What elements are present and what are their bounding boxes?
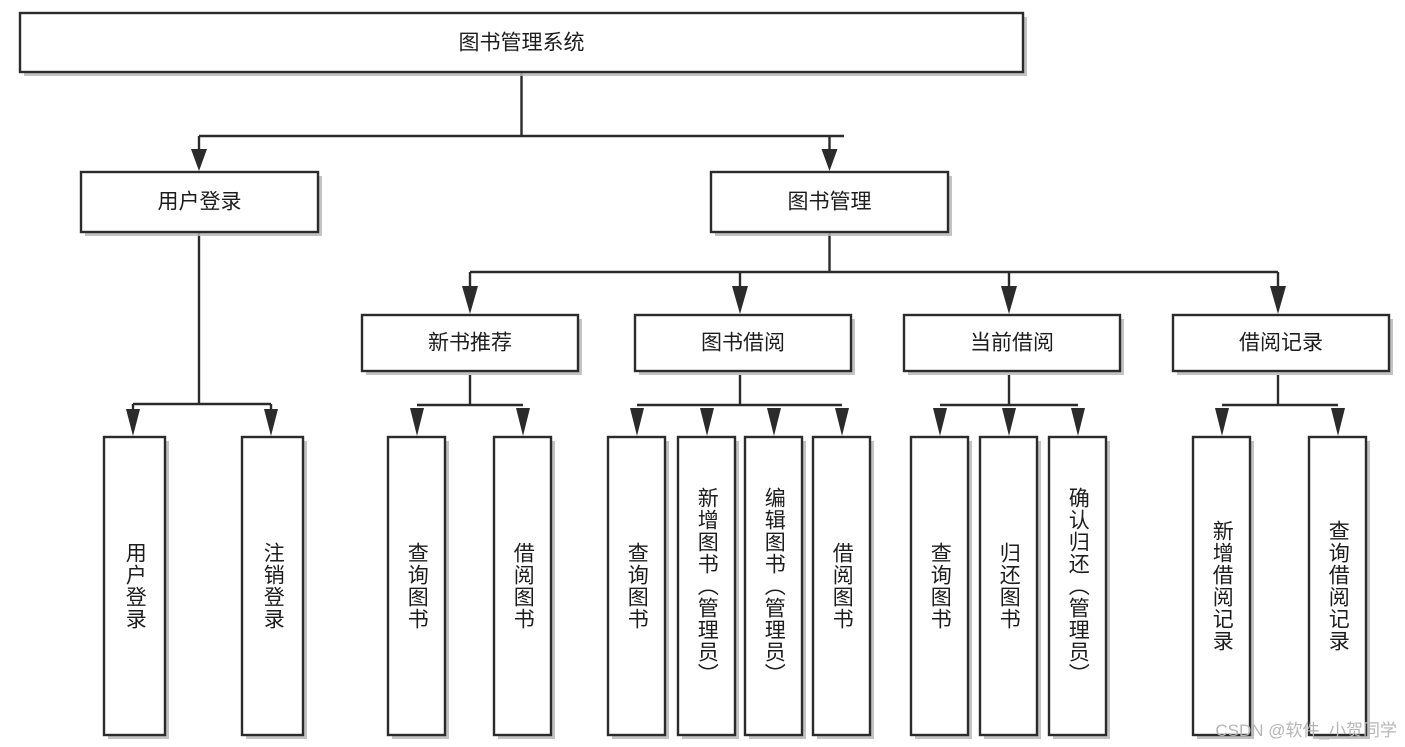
connector-group-new-book-rec [410, 375, 530, 436]
arrow-head-leaf-add-record [1215, 408, 1229, 436]
connector-group-current-borrow [933, 375, 1085, 436]
leaf-edit-book-box[interactable] [743, 435, 804, 737]
node-borrow-record[interactable]: 借阅记录 [1171, 313, 1393, 375]
arrow-head-leaf-add-book [700, 408, 714, 436]
leaf-user-login-box[interactable] [102, 435, 167, 737]
arrow-head-book-borrow [732, 286, 748, 314]
node-current-borrow-label: 当前借阅 [970, 332, 1054, 355]
leaf-return-book-box[interactable] [978, 435, 1039, 737]
node-book-manage-box [709, 170, 950, 234]
leaf-query-book-3-box[interactable] [909, 435, 970, 737]
connector-group-root [191, 72, 844, 171]
node-new-book-rec[interactable]: 新书推荐 [360, 313, 582, 375]
node-book-borrow-label: 图书借阅 [701, 332, 785, 355]
leaf-borrow-book-2-box[interactable] [811, 435, 872, 737]
node-new-book-rec-box [360, 313, 580, 373]
node-root[interactable]: 图书管理系统 [18, 11, 1027, 76]
connector-group-book-borrow [630, 375, 849, 436]
arrow-head-current-borrow [1001, 286, 1017, 314]
node-current-borrow-box [902, 313, 1122, 373]
leaf-borrow-book-1-box[interactable] [492, 435, 553, 737]
leaf-add-record-box[interactable] [1191, 435, 1252, 737]
node-book-manage[interactable]: 图书管理 [709, 170, 952, 236]
leaf-query-book-1-box[interactable] [386, 435, 447, 737]
leaf-confirm-return-box[interactable] [1047, 435, 1108, 737]
node-user-login-label: 用户登录 [158, 191, 242, 214]
node-current-borrow[interactable]: 当前借阅 [902, 313, 1124, 375]
arrow-head-book-manage [821, 149, 838, 171]
node-borrow-record-label: 借阅记录 [1239, 332, 1323, 355]
arrow-head-leaf-borrow-book-2 [835, 408, 849, 436]
arrow-head-borrow-record [1270, 286, 1286, 314]
connector-group-user-login [126, 232, 278, 436]
arrow-head-leaf-confirm-return [1071, 408, 1085, 436]
arrow-head-leaf-return-book [1002, 408, 1016, 436]
arrow-head-leaf-user-login [126, 409, 140, 436]
node-root-label: 图书管理系统 [459, 32, 585, 55]
arrow-head-leaf-query-book-1 [410, 408, 424, 436]
arrow-head-leaf-edit-book [767, 408, 781, 436]
arrow-head-leaf-query-book-3 [933, 408, 947, 436]
leaf-query-book-2-box[interactable] [606, 435, 667, 737]
leaf-query-record-box[interactable] [1307, 435, 1368, 737]
connector-group-book-manage [462, 232, 1286, 314]
node-root-box [18, 11, 1025, 74]
node-borrow-record-box [1171, 313, 1391, 373]
leaf-boxes [102, 435, 1370, 739]
node-new-book-rec-label: 新书推荐 [428, 332, 512, 355]
arrow-head-user-login [191, 149, 207, 171]
leaf-logout-box[interactable] [240, 435, 305, 737]
arrow-head-leaf-query-book-2 [630, 408, 644, 436]
arrow-head-leaf-borrow-book-1 [516, 408, 530, 436]
leaf-add-book-box[interactable] [676, 435, 737, 737]
arrow-head-leaf-query-record [1331, 408, 1345, 436]
arrow-head-leaf-logout [264, 409, 278, 436]
arrow-head-new-book-rec [462, 286, 478, 314]
node-user-login[interactable]: 用户登录 [79, 170, 322, 236]
node-book-borrow[interactable]: 图书借阅 [633, 313, 855, 375]
watermark-text: CSDN @软件_小贺同学 [1215, 721, 1397, 740]
node-user-login-box [79, 170, 320, 234]
node-book-borrow-box [633, 313, 853, 373]
connector-group-borrow-record [1215, 375, 1345, 436]
node-book-manage-label: 图书管理 [788, 191, 872, 214]
